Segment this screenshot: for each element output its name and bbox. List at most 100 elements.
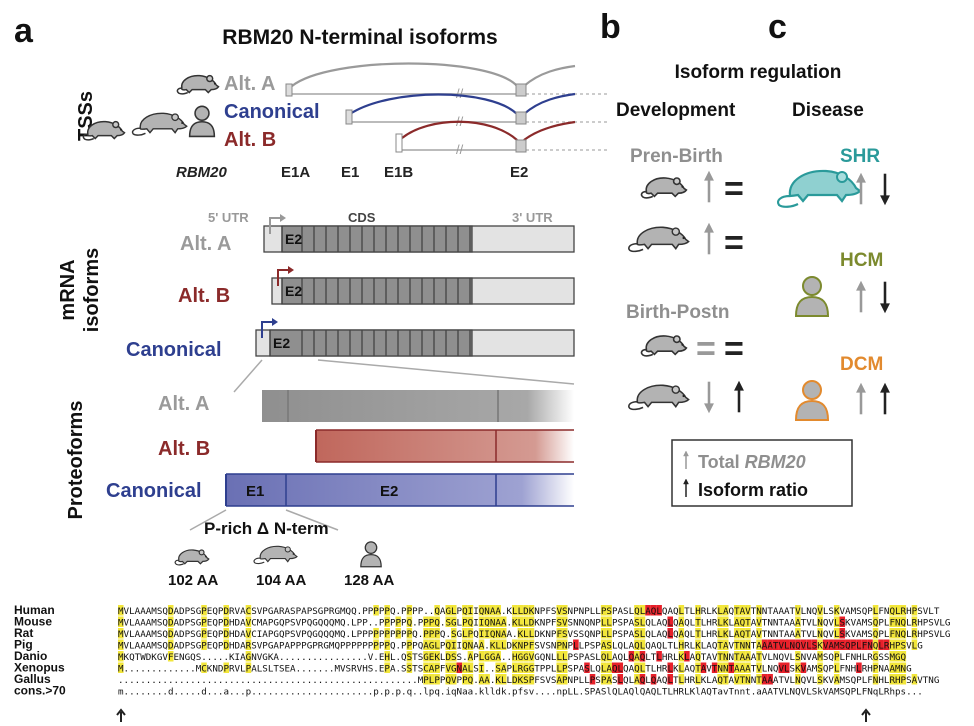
mouse-icon [640, 177, 688, 199]
proteo-canonical-label: Canonical [106, 480, 202, 502]
alignment-sequence-row: MVLAAAMSQDADPSGPEQPDRVACSVPGARASPAPSGPRG… [118, 607, 940, 617]
gray-up-arrow [856, 280, 866, 314]
proteoform-canonical-bar [225, 473, 574, 507]
svg-text://: // [456, 86, 464, 101]
black-up-arrow [880, 382, 890, 416]
start-arrow-alt-a [269, 217, 282, 234]
equal-sign: = [724, 170, 744, 208]
alignment-species-label: Rat [14, 626, 33, 640]
rat-icon [131, 112, 188, 136]
equal-sign: = [696, 330, 716, 368]
tss-canonical-label: Canonical [224, 101, 320, 123]
rat-icon [628, 384, 690, 411]
development-header: Development [616, 100, 736, 121]
mrna-canonical-bar: E2 [255, 329, 575, 357]
hcm-label: HCM [840, 250, 883, 271]
gray-up-arrow [704, 222, 714, 256]
rat-icon [253, 545, 298, 565]
aa-length-mouse: 102 AA [168, 572, 218, 589]
utr3-label: 3' UTR [512, 210, 553, 225]
aa-length-rat: 104 AA [256, 572, 306, 589]
mrna-axis-label-line1: mRNA [57, 259, 79, 320]
mrna-canonical-label: Canonical [126, 339, 222, 361]
panel-a-label: a [14, 12, 34, 50]
exon-label-e1b: E1B [384, 164, 413, 181]
proteo-e2-label: E2 [380, 483, 398, 500]
dcm-label: DCM [840, 354, 883, 375]
alignment-end-marker [861, 708, 871, 722]
rat-icon [628, 226, 690, 253]
start-arrow-canonical [261, 321, 274, 338]
alignment-sequence-row: MVLAAAMSQDADPSGPEQPDHDAVCIAPGQPSVPQGQQQM… [118, 630, 951, 640]
aa-length-human: 128 AA [344, 572, 394, 589]
regulation-title: Isoform regulation [675, 62, 842, 83]
exon-label-e1a: E1A [281, 164, 310, 181]
alignment-species-label: Pig [14, 638, 33, 652]
person-icon [360, 541, 382, 568]
mrna-alt-a-label: Alt. A [180, 233, 231, 255]
exon-label-e1: E1 [341, 164, 359, 181]
alignment-sequence-row: m........d.....d...a...p................… [118, 688, 923, 698]
exon-label-e2: E2 [510, 164, 528, 181]
panel-c-label: c [768, 8, 787, 46]
tss-alt-b-label: Alt. B [224, 129, 276, 151]
panel-a-title: RBM20 N-terminal isoforms [222, 26, 497, 49]
shr-label: SHR [840, 146, 880, 167]
alignment-sequences: MVLAAAMSQDADPSGPEQPDRVACSVPGARASPAPSGPRG… [118, 605, 951, 698]
mrna-e2-label: E2 [285, 231, 302, 247]
postnatal-label: Birth-Postn [626, 302, 729, 323]
disease-header: Disease [792, 100, 864, 121]
equal-sign: = [724, 224, 744, 262]
proteoform-alt-a-bar [262, 390, 574, 422]
mrna-alt-b-label: Alt. B [178, 285, 230, 307]
alignment-species-label: Gallus [14, 672, 51, 686]
mouse-icon [174, 549, 210, 566]
alignment-species-label: Danio [14, 649, 47, 663]
legend-total: Total RBM20 [698, 452, 806, 472]
alignment-sequence-row: M.............MCKNDPRVLPALSLTSEA.......M… [118, 665, 912, 675]
shr-rat-icon [776, 169, 862, 208]
proteo-e1-label: E1 [246, 483, 264, 500]
alignment-sequence-row: MVLAAAMSQDADPSGPEQPDHDAVCMAPGQPSVPQGQQQM… [118, 619, 951, 629]
gray-up-arrow [856, 382, 866, 416]
mrna-e2-label: E2 [273, 335, 290, 351]
gene-name: RBM20 [176, 164, 228, 181]
alignment-species-labels: HumanMouseRatPigDanioXenopusGalluscons.>… [14, 603, 66, 698]
black-down-arrow [880, 280, 890, 314]
legend-box: Total RBM20 Isoform ratio [671, 439, 853, 507]
alignment-species-label: cons.>70 [14, 684, 66, 698]
prenatal-label: Pren-Birth [630, 146, 723, 167]
black-up-arrow [734, 380, 744, 414]
legend-ratio: Isoform ratio [698, 480, 808, 500]
proteo-alt-b-label: Alt. B [158, 438, 210, 460]
gray-down-arrow [704, 380, 714, 414]
mouse-icon [640, 335, 688, 357]
alignment-sequence-row: MKQTWDKGVFENGQS.....KIAGNVGKA...........… [118, 653, 906, 663]
hcm-person-icon [794, 276, 830, 317]
gray-up-arrow [704, 170, 714, 204]
proteoform-alt-b-bar [315, 429, 574, 463]
black-down-arrow [880, 172, 890, 206]
mrna-axis-label-line2: isoforms [81, 248, 103, 332]
proteo-axis-label: Proteoforms [65, 401, 87, 520]
cds-label: CDS [348, 210, 376, 225]
prich-label: P-rich Δ N-term [204, 519, 329, 538]
mrna-alt-a-bar: E2 [263, 225, 575, 253]
mrna-e2-label: E2 [285, 283, 302, 299]
alignment-species-label: Xenopus [14, 661, 65, 675]
person-icon [188, 105, 216, 138]
alignment-species-label: Human [14, 603, 55, 617]
proteo-alt-a-label: Alt. A [158, 393, 209, 415]
tss-gene-structure: // // // [285, 62, 610, 157]
svg-text://: // [456, 142, 464, 157]
dcm-person-icon [794, 380, 830, 421]
equal-sign: = [724, 330, 744, 368]
alignment-sequence-row: ........................................… [118, 676, 939, 686]
alignment-sequence-row: MVLAAAMSQDADPSGPEQPDHDARSVPGAPAPPPGPRGMQ… [118, 642, 923, 652]
start-arrow-alt-b [277, 269, 290, 286]
panel-b-label: b [600, 8, 621, 46]
utr5-label: 5' UTR [208, 210, 249, 225]
mouse-icon [176, 74, 220, 95]
